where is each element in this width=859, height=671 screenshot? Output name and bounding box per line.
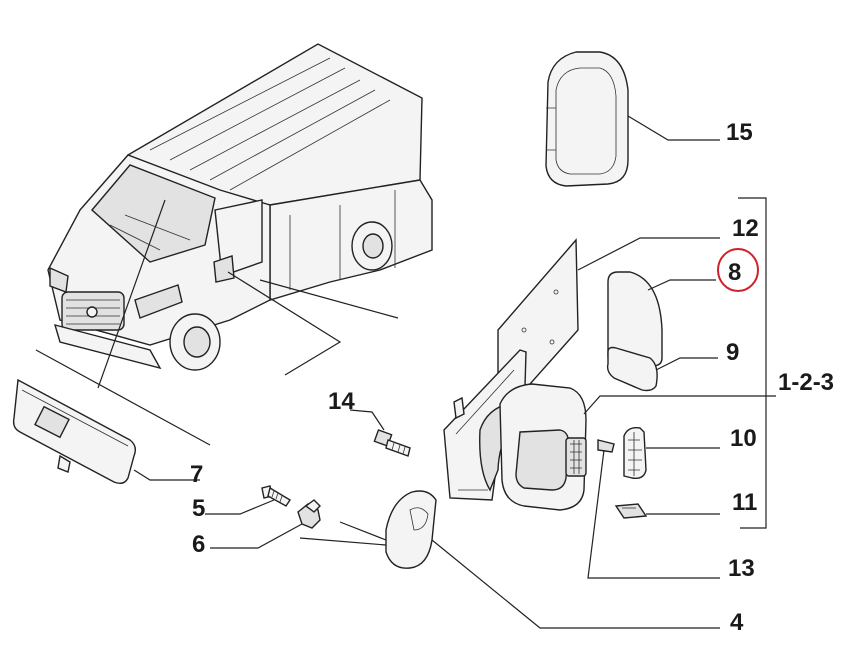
- label-4: 4: [730, 609, 744, 636]
- label-15: 15: [726, 119, 753, 146]
- wheel-front: [169, 313, 221, 371]
- part-11-lens: [614, 503, 648, 519]
- part-5-screw: [261, 485, 291, 507]
- van-illustration: [47, 43, 433, 371]
- part-1-2-3-mirror-assembly: [443, 349, 587, 511]
- label-13: 13: [728, 555, 755, 582]
- label-1-2-3: 1-2-3: [778, 369, 834, 396]
- label-11: 11: [732, 489, 757, 516]
- wheel-rear: [351, 221, 393, 271]
- part-4-cover: [385, 490, 437, 569]
- label-14: 14: [328, 388, 355, 415]
- part-10-side-lamp: [623, 426, 647, 480]
- label-5: 5: [192, 495, 205, 522]
- label-6: 6: [192, 531, 205, 558]
- label-9: 9: [726, 339, 739, 366]
- label-12: 12: [732, 215, 759, 242]
- group-bracket: [738, 197, 767, 529]
- label-8: 8: [728, 259, 741, 286]
- part-14-bolt: [373, 429, 411, 457]
- part-9-lower-glass: [606, 346, 658, 392]
- label-10: 10: [730, 425, 757, 452]
- part-7-interior-mirror: [12, 378, 137, 485]
- highlight-circle: [717, 248, 759, 292]
- part-15-mirror-cap: [545, 51, 629, 187]
- label-7: 7: [190, 461, 203, 488]
- part-13-bulb: [597, 439, 615, 453]
